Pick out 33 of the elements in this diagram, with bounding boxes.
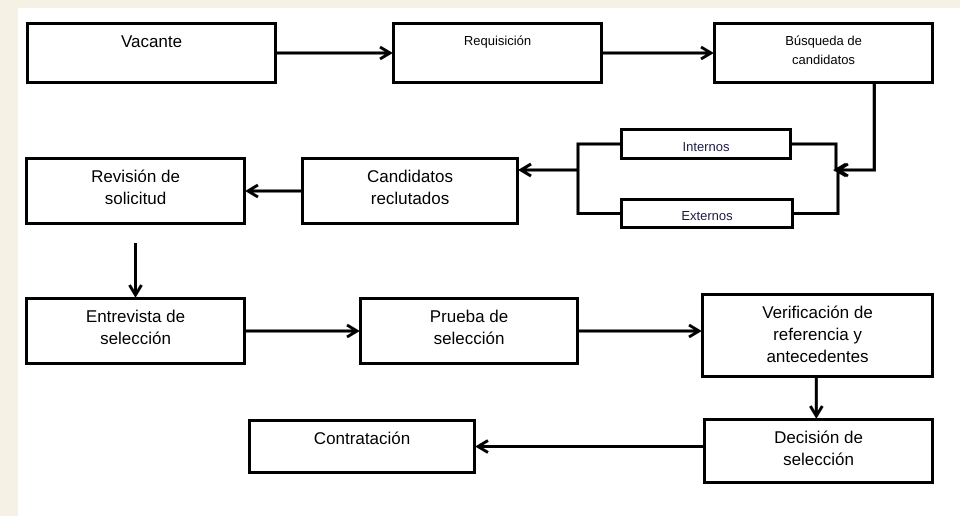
process-box xyxy=(620,128,792,160)
process-box xyxy=(248,419,476,474)
process-box xyxy=(359,297,579,365)
arrow xyxy=(475,439,703,454)
process-box xyxy=(301,157,519,225)
arrow xyxy=(518,162,620,215)
box-label: Entrevista de selección xyxy=(84,306,186,350)
process-box xyxy=(25,297,246,365)
arrow xyxy=(128,243,143,298)
arrow xyxy=(245,184,301,198)
box-label: Internos xyxy=(682,138,730,156)
box-label: Decisión de selección xyxy=(773,427,864,471)
process-box xyxy=(392,22,603,84)
box-label: Verificación de referencia y antecedentes xyxy=(761,302,874,368)
box-label: Búsqueda de candidatos xyxy=(784,32,863,69)
box-label: Candidatos reclutados xyxy=(366,166,454,210)
process-box xyxy=(25,157,246,225)
process-box xyxy=(701,293,934,378)
box-label: Externos xyxy=(681,207,733,225)
box-label: Prueba de selección xyxy=(428,306,510,350)
arrow xyxy=(246,324,360,338)
box-label: Contratación xyxy=(314,428,410,450)
box-label: Requisición xyxy=(464,32,532,50)
process-box xyxy=(26,22,277,84)
arrow xyxy=(579,324,702,338)
arrow xyxy=(603,46,714,60)
box-label: Revisión de solicitud xyxy=(90,166,181,210)
process-box xyxy=(713,22,934,84)
arrow xyxy=(809,378,824,419)
arrow xyxy=(277,46,393,60)
box-label: Vacante xyxy=(120,31,182,53)
process-box xyxy=(620,198,794,229)
process-box xyxy=(703,418,934,484)
